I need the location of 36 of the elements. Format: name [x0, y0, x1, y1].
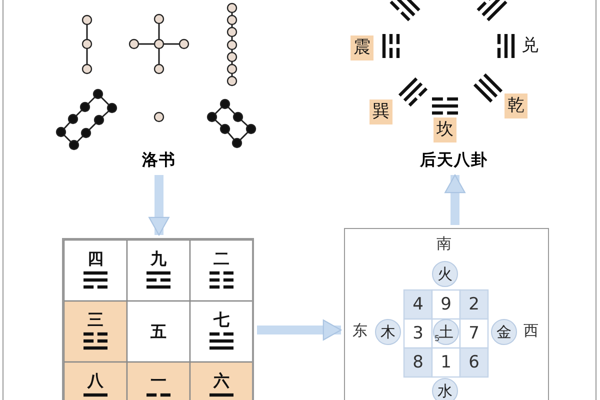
cell-numeral: 八: [88, 373, 104, 389]
element-circle: 火: [432, 261, 458, 287]
cell-numeral: 五: [150, 324, 166, 340]
cell-numeral: 一: [150, 373, 166, 389]
block-arrow: [444, 174, 466, 225]
direction-label: 东: [352, 324, 368, 338]
grid-number: 2: [468, 296, 480, 313]
cell-numeral: 六: [214, 373, 230, 389]
trigram-name: 兑: [522, 38, 538, 54]
grid-frame: [62, 238, 254, 400]
trigram-name: 乾: [504, 94, 528, 118]
grid-number: 7: [468, 325, 480, 342]
grid-number: 3: [412, 325, 424, 342]
block-arrow: [148, 175, 170, 236]
block-arrow: [257, 320, 342, 340]
diagram-caption: 洛书: [134, 148, 184, 172]
trigram-name: 坎: [434, 118, 456, 142]
cell-numeral: 三: [88, 312, 104, 328]
grid-number: 8: [412, 354, 424, 371]
element-circle: 水: [432, 378, 458, 400]
diagram-panel: [344, 228, 549, 400]
cell-numeral: 七: [214, 312, 230, 328]
direction-label: 南: [436, 236, 452, 252]
element-circle: 金: [491, 319, 517, 345]
grid-number: 4: [412, 296, 424, 313]
grid-number: 5: [434, 335, 440, 343]
cell-numeral: 九: [150, 251, 166, 267]
element-circle: 木: [375, 319, 401, 345]
trigram-name: 震: [350, 36, 374, 60]
cell-numeral: 四: [88, 251, 104, 267]
diagram-caption: 后天八卦: [410, 148, 498, 172]
grid-number: 1: [440, 354, 452, 371]
grid-number: 6: [468, 354, 480, 371]
grid-number: 9: [440, 296, 452, 313]
cell-numeral: 二: [214, 251, 230, 267]
trigram-name: 巽: [370, 100, 392, 124]
